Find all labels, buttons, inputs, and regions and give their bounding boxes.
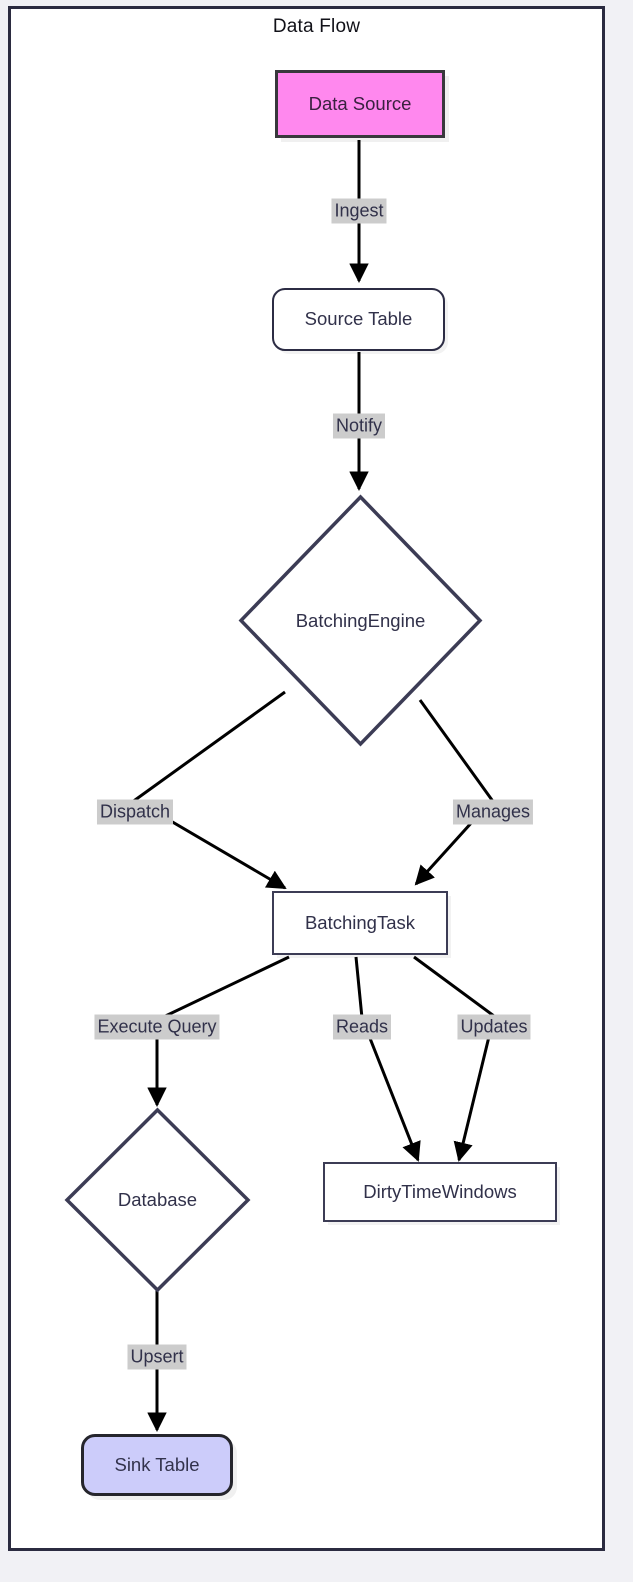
diagram-frame — [8, 6, 605, 1551]
node-batching-task[interactable]: BatchingTask — [272, 891, 448, 955]
diagram-title: Data Flow — [272, 16, 361, 37]
node-source-table[interactable]: Source Table — [272, 288, 445, 351]
edge-label-upsert: Upsert — [127, 1344, 187, 1370]
edge-label-reads: Reads — [332, 1014, 392, 1040]
node-label: Sink Table — [114, 1453, 200, 1475]
node-dirty-time-windows[interactable]: DirtyTimeWindows — [323, 1162, 557, 1222]
edge-label-ingest: Ingest — [331, 198, 387, 224]
node-data-source[interactable]: Data Source — [275, 70, 445, 138]
edge-label-execute-query: Execute Query — [94, 1014, 220, 1040]
node-label: BatchingEngine — [295, 609, 426, 631]
edge-label-dispatch: Dispatch — [96, 799, 174, 825]
node-label: BatchingTask — [304, 911, 416, 933]
edge-label-manages: Manages — [452, 799, 534, 825]
node-label: Data Source — [308, 92, 412, 114]
edge-label-updates: Updates — [457, 1014, 531, 1040]
node-batching-engine[interactable]: BatchingEngine — [237, 493, 484, 748]
node-label: Source Table — [304, 308, 413, 330]
node-label: Database — [117, 1189, 198, 1210]
node-sink-table[interactable]: Sink Table — [81, 1434, 233, 1496]
edge-label-notify: Notify — [332, 413, 386, 439]
node-database[interactable]: Database — [64, 1107, 251, 1293]
node-label: DirtyTimeWindows — [363, 1180, 517, 1202]
